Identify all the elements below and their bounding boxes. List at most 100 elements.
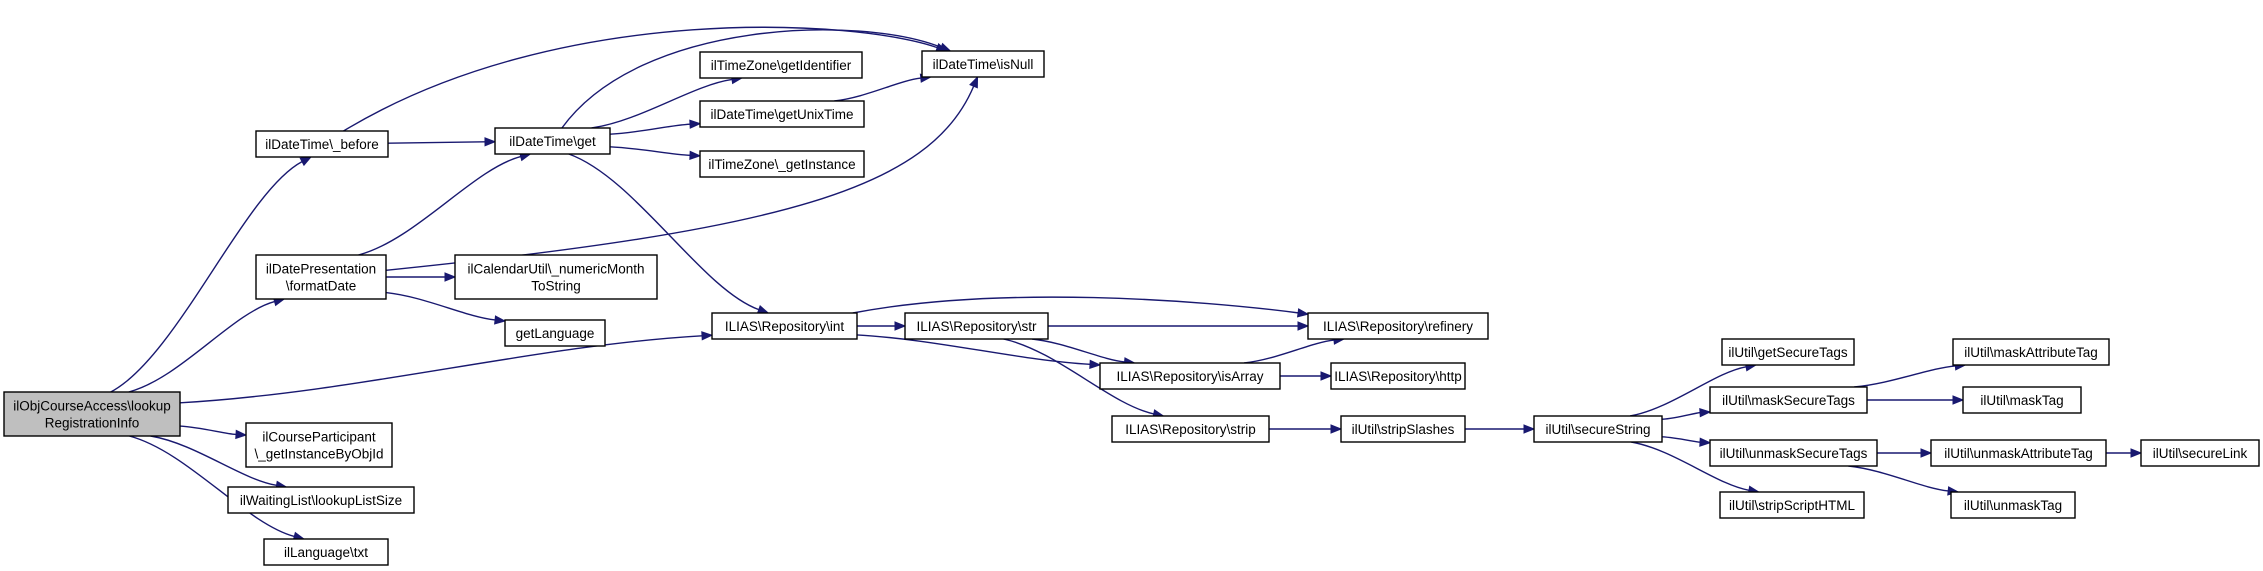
node-label: ilUtil\secureLink [2153, 446, 2248, 461]
arrowhead-icon [938, 42, 952, 52]
edge-dt_get-to-dt_isnull [561, 29, 952, 129]
edge-dp_format-to-dt_isnull [385, 75, 979, 272]
arrowhead-icon [1320, 371, 1333, 381]
edge-line [1661, 411, 1701, 420]
edge-line [1631, 441, 1750, 491]
node-label: ILIAS\Repository\strip [1125, 422, 1256, 437]
node-box [1111, 415, 1270, 443]
node-dt-get[interactable]: ilDateTime\get [494, 127, 611, 155]
edge-root-to-repo_int [179, 331, 714, 404]
node-box [1307, 312, 1489, 340]
edge-line [609, 146, 691, 157]
edge-u_unmasksecuretags-to-u_unmasktag [1848, 465, 1960, 496]
node-u-unmaskattr[interactable]: ilUtil\unmaskAttributeTag [1930, 439, 2107, 467]
arrowhead-icon [969, 75, 979, 89]
edge-u_unmasksecuretags-to-u_unmaskattr [1877, 448, 1933, 458]
node-label: ToString [531, 279, 581, 294]
node-cp-inst[interactable]: ilCourseParticipant\_getInstanceByObjId [245, 422, 393, 468]
edge-line [385, 291, 496, 321]
node-u-masktag[interactable]: ilUtil\maskTag [1962, 386, 2082, 414]
node-label: ilObjCourseAccess\lookup [13, 399, 171, 414]
node-box [1721, 338, 1855, 366]
edge-line [387, 141, 486, 144]
arrowhead-icon [1699, 407, 1712, 418]
edge-dt_get-to-dt_unix [609, 119, 702, 135]
edge-line [1244, 339, 1335, 364]
node-box [699, 150, 865, 178]
node-box [1709, 439, 1878, 467]
node-u-stripscript[interactable]: ilUtil\stripScriptHTML [1719, 491, 1865, 519]
node-repo-int[interactable]: ILIAS\Repository\int [711, 312, 858, 340]
arrowhead-icon [494, 315, 507, 325]
edge-repo_int-to-repo_isarray [856, 334, 1102, 370]
edge-line [1003, 338, 1154, 415]
node-repo-isarray[interactable]: ILIAS\Repository\isArray [1099, 362, 1281, 390]
node-dt-isnull[interactable]: ilDateTime\isNull [921, 50, 1045, 78]
arrowhead-icon [1297, 321, 1310, 331]
node-box [711, 312, 858, 340]
node-repo-refinery[interactable]: ILIAS\Repository\refinery [1307, 312, 1489, 340]
node-dp-format[interactable]: ilDatePresentation\formatDate [255, 254, 387, 300]
node-dt-unix[interactable]: ilDateTime\getUnixTime [699, 100, 865, 128]
edge-repo_isarray-to-repo_refinery [1244, 335, 1346, 364]
edge-u_masksecuretags-to-u_masktag [1867, 395, 1965, 405]
node-get-lang[interactable]: getLanguage [504, 319, 606, 347]
node-label: ilUtil\maskTag [1980, 393, 2063, 408]
arrowhead-icon [701, 331, 714, 341]
node-u-securelink[interactable]: ilUtil\secureLink [2140, 439, 2260, 467]
node-box [263, 538, 389, 566]
node-repo-str[interactable]: ILIAS\Repository\str [904, 312, 1049, 340]
node-label: ILIAS\Repository\str [916, 319, 1037, 334]
node-u-masksecuretags[interactable]: ilUtil\maskSecureTags [1709, 386, 1868, 414]
arrowhead-icon [1523, 424, 1536, 434]
node-box [1340, 415, 1466, 443]
node-u-unmasksecuretags[interactable]: ilUtil\unmaskSecureTags [1709, 439, 1878, 467]
node-repo-strip[interactable]: ILIAS\Repository\strip [1111, 415, 1270, 443]
edge-line [128, 300, 275, 393]
node-box [1962, 386, 2082, 414]
edge-u_masksecuretags-to-u_maskattr [1854, 361, 1967, 388]
edge-line [385, 85, 975, 272]
node-box [255, 130, 389, 158]
node-box [1952, 338, 2110, 366]
edge-line [1854, 365, 1956, 388]
edge-repo_int-to-repo_refinery [852, 296, 1310, 318]
arrowhead-icon [894, 321, 907, 331]
arrowhead-icon [756, 304, 770, 314]
edge-u_stripslashes-to-u_securestring [1464, 424, 1536, 434]
node-wl-size[interactable]: ilWaitingList\lookupListSize [227, 486, 415, 514]
node-tz-inst[interactable]: ilTimeZone\_getInstance [699, 150, 865, 178]
node-u-unmasktag[interactable]: ilUtil\unmaskTag [1950, 491, 2076, 519]
arrowhead-icon [299, 156, 313, 167]
node-label: ilUtil\maskAttributeTag [1964, 345, 2098, 360]
node-box [699, 51, 863, 79]
node-label: ILIAS\Repository\isArray [1116, 369, 1263, 384]
arrowhead-icon [2130, 448, 2143, 458]
node-box [904, 312, 1049, 340]
node-repo-http[interactable]: ILIAS\Repository\http [1330, 362, 1466, 390]
arrowhead-icon [484, 137, 497, 147]
node-u-stripslashes[interactable]: ilUtil\stripSlashes [1340, 415, 1466, 443]
node-label: ilDateTime\get [509, 134, 596, 149]
edge-line [179, 425, 237, 436]
node-label: ILIAS\Repository\int [725, 319, 845, 334]
node-label: ILIAS\Repository\refinery [1323, 319, 1473, 334]
node-u-securestring[interactable]: ilUtil\secureString [1533, 415, 1663, 443]
node-label: ilTimeZone\_getInstance [708, 157, 855, 172]
edge-u_securestring-to-u_masksecuretags [1661, 407, 1712, 420]
node-label: ilUtil\stripSlashes [1352, 422, 1455, 437]
node-tz-ident[interactable]: ilTimeZone\getIdentifier [699, 51, 863, 79]
node-label: ilUtil\unmaskSecureTags [1720, 446, 1868, 461]
edge-line [1031, 338, 1125, 363]
node-lang-txt[interactable]: ilLanguage\txt [263, 538, 389, 566]
node-dt-before[interactable]: ilDateTime\_before [255, 130, 389, 158]
edge-line [856, 334, 1091, 366]
node-u-getsecuretags[interactable]: ilUtil\getSecureTags [1721, 338, 1855, 366]
node-label: ilTimeZone\getIdentifier [711, 58, 852, 73]
node-label: ilUtil\unmaskAttributeTag [1944, 446, 2093, 461]
node-u-maskattr[interactable]: ilUtil\maskAttributeTag [1952, 338, 2110, 366]
node-box [1099, 362, 1281, 390]
